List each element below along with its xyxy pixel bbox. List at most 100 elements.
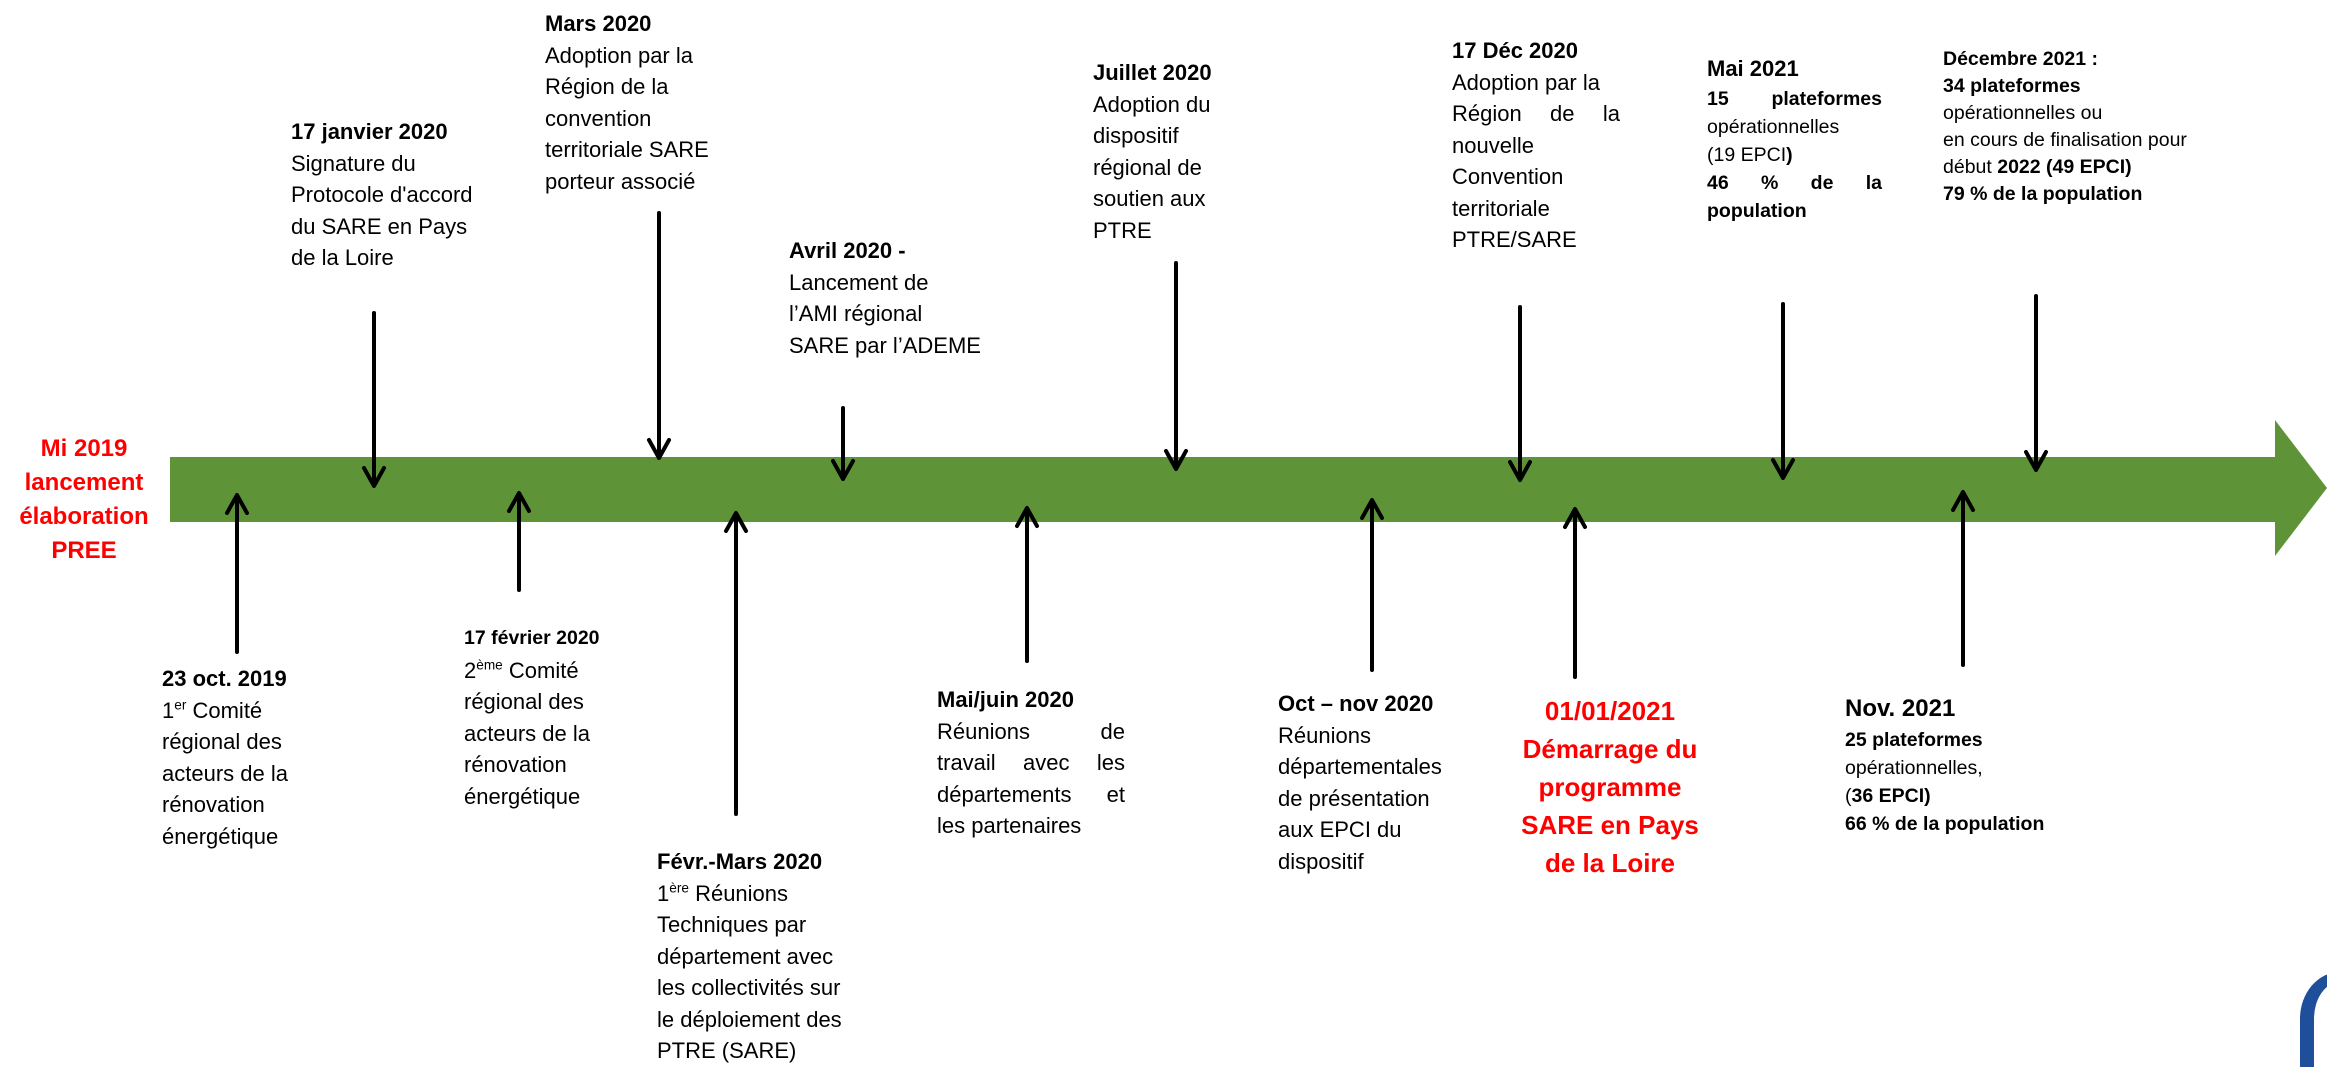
- event-line-part: début: [1943, 156, 1998, 178]
- event-line: les collectivités sur: [657, 975, 841, 1000]
- event-title: Décembre 2021 :: [1943, 48, 2099, 70]
- event-line: convention: [545, 105, 652, 131]
- event-line: régional des: [162, 729, 282, 754]
- event-line: acteurs de la: [464, 720, 590, 746]
- event-line-part: Réunions: [688, 880, 789, 906]
- event-line: opérationnelles ou: [1943, 102, 2103, 124]
- event-line: population: [1707, 200, 1807, 222]
- event-line-part: ): [1786, 144, 1793, 166]
- event-line: 2ème Comité: [464, 655, 600, 687]
- event-line-part: 36 EPCI): [1851, 785, 1931, 807]
- event-title: Févr.-Mars 2020: [657, 849, 823, 874]
- event-line: travail avec les: [937, 750, 1125, 775]
- event-line: département avec: [657, 943, 834, 969]
- event-line-part: 2: [464, 657, 477, 683]
- event-line: de la Loire: [1544, 848, 1676, 878]
- event-line: les partenaires: [937, 813, 1082, 838]
- event-line: Région de la: [1452, 101, 1620, 126]
- event-line: en cours de finalisation pour: [1943, 129, 2187, 151]
- event-line: Démarrage du: [1522, 734, 1698, 764]
- event-sare2021: 01/01/2021 Démarrage du programme SARE e…: [1490, 692, 1730, 882]
- event-octnov2020: Oct – nov 2020 Réunions départementales …: [1278, 688, 1442, 877]
- event-line: rénovation: [464, 752, 567, 777]
- up-arrow-octnov2020: [1360, 498, 1384, 672]
- event-line: territoriale SARE: [545, 137, 709, 162]
- event-line: Adoption par la: [545, 42, 693, 68]
- down-arrow-dec2021: [2024, 294, 2048, 472]
- event-line: Signature du: [291, 150, 416, 176]
- event-line: acteurs de la: [162, 760, 288, 786]
- event-title: 23 oct. 2019: [162, 666, 287, 691]
- up-arrow-fev2020: [507, 491, 531, 592]
- event-line: Techniques par: [657, 912, 807, 937]
- up-arrow-fevmars2020: [724, 511, 748, 816]
- event-line-part: 1: [657, 880, 670, 906]
- event-line-part: 2022 (49 EPCI): [1997, 156, 2132, 178]
- event-line: 01/01/2021: [1544, 696, 1676, 726]
- event-title: Avril 2020 -: [789, 238, 906, 263]
- event-line: opérationnelles,: [1845, 757, 1983, 779]
- event-line: 46 % de la: [1707, 172, 1882, 194]
- start-line: lancement: [24, 469, 144, 496]
- start-line: PREE: [51, 537, 117, 564]
- event-line: 66 % de la population: [1845, 813, 2045, 835]
- event-line-part: (: [1845, 785, 1852, 807]
- down-arrow-dec2020: [1508, 305, 1532, 482]
- event-line: 34 plateformes: [1943, 75, 2081, 97]
- start-line: élaboration: [19, 503, 149, 530]
- event-line: Convention: [1452, 164, 1564, 189]
- event-line: l’AMI régional: [789, 301, 923, 326]
- event-mai2021: Mai 2021 15 plateformes opérationnelles …: [1707, 53, 1882, 225]
- event-title: Mai/juin 2020: [937, 687, 1074, 712]
- event-line-part: Comité: [186, 697, 263, 723]
- event-line: 25 plateformes: [1845, 729, 1983, 751]
- event-line: 79 % de la population: [1943, 183, 2143, 205]
- event-title: 17 Déc 2020: [1452, 38, 1578, 63]
- event-line: énergétique: [464, 783, 581, 809]
- down-arrow-janv2020: [362, 311, 386, 488]
- event-line: dispositif: [1093, 123, 1179, 148]
- start-line: Mi 2019: [40, 435, 128, 462]
- event-title: Juillet 2020: [1093, 60, 1212, 85]
- event-avril2020: Avril 2020 - Lancement de l’AMI régional…: [789, 235, 981, 361]
- event-line: Réunions: [1278, 722, 1371, 748]
- start-label: Mi 2019 lancement élaboration PREE: [0, 432, 168, 568]
- event-janv2020: 17 janvier 2020 Signature du Protocole d…: [291, 116, 473, 274]
- event-line: dispositif: [1278, 848, 1364, 874]
- event-line-sup: ème: [476, 657, 503, 673]
- event-line: Adoption par la: [1452, 69, 1600, 95]
- event-line: PTRE/SARE: [1452, 227, 1577, 252]
- event-line: de la Loire: [291, 245, 394, 270]
- event-line: soutien aux: [1093, 186, 1206, 211]
- event-line: rénovation: [162, 792, 265, 817]
- event-line: départementales: [1278, 754, 1442, 779]
- event-title: Nov. 2021: [1845, 695, 1956, 722]
- event-line: (36 EPCI): [1845, 782, 2044, 810]
- event-dec2020: 17 Déc 2020 Adoption par la Région de la…: [1452, 35, 1620, 256]
- event-line: Lancement de: [789, 269, 929, 295]
- event-line-sup: er: [174, 697, 187, 713]
- down-arrow-mai2021: [1771, 302, 1795, 480]
- event-line: Adoption du: [1093, 91, 1211, 117]
- event-mars2020: Mars 2020 Adoption par la Région de la c…: [545, 8, 709, 197]
- timeline-arrow: [170, 420, 2327, 556]
- down-arrow-juil2020: [1164, 261, 1188, 471]
- event-line: le déploiement des: [657, 1006, 842, 1032]
- event-title: Mai 2021: [1707, 56, 1799, 81]
- event-title: Mars 2020: [545, 11, 652, 36]
- event-line: SARE par l’ADEME: [789, 332, 981, 358]
- event-line: Protocole d'accord: [291, 182, 473, 207]
- event-line: Réunions de: [937, 718, 1125, 744]
- event-line: PTRE: [1093, 217, 1152, 243]
- event-title: Oct – nov 2020: [1278, 691, 1434, 716]
- event-title: 17 janvier 2020: [291, 119, 448, 144]
- event-line: de présentation: [1278, 785, 1430, 811]
- event-line-part: (19 EPCI: [1707, 144, 1787, 166]
- event-line: programme: [1538, 772, 1682, 802]
- event-fev2020: 17 février 2020 2ème Comité régional des…: [464, 623, 600, 812]
- event-line: (19 EPCI): [1707, 141, 1882, 169]
- up-arrow-sare2021: [1563, 507, 1587, 679]
- event-line: régional des: [464, 689, 584, 714]
